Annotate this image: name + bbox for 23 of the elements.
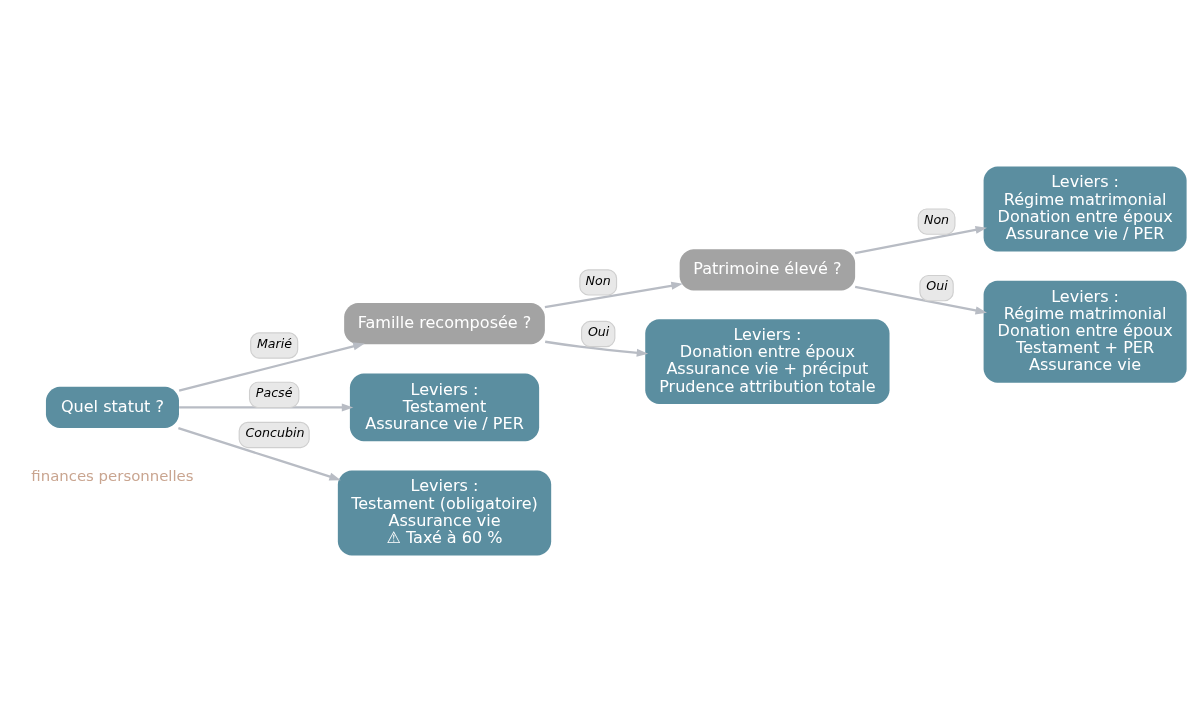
arrow [177, 426, 341, 480]
edge-label: Concubin [245, 424, 304, 440]
node-box: Famille recomposée ? [343, 302, 545, 344]
arrow [178, 341, 365, 392]
edge-label: Pacsé [255, 384, 292, 400]
arrow [854, 285, 987, 314]
edge-label: Non [585, 272, 611, 287]
node-box: Leviers : Régime matrimonial Donation entre époux Assurance vie / PER [983, 166, 1187, 251]
edge-label: Oui [587, 323, 609, 339]
node-box: Leviers : Donation entre époux Assurance vie + préciput Prudence attribution totale [644, 318, 890, 404]
node-box: Leviers : Testament (obligatoire) Assurance vie ⚠ Taxé à 60 % [337, 470, 551, 555]
node-box: Leviers : Régime matrimonial Donation entre époux Testament + PER Assurance vie [983, 280, 1187, 383]
label: finances personnelles [30, 466, 194, 485]
edge-label: Oui [925, 277, 948, 293]
edge-label: Non [923, 211, 949, 227]
arrow [544, 340, 648, 357]
arrow [854, 225, 987, 254]
node-box: Leviers : Testament Assurance vie / PER [349, 373, 539, 441]
arrow [178, 402, 353, 411]
arrow [544, 281, 683, 308]
edge-label: Marié [256, 335, 292, 351]
node-box: Patrimoine élevé ? [679, 248, 855, 290]
node-box: Quel statut ? [45, 386, 179, 428]
